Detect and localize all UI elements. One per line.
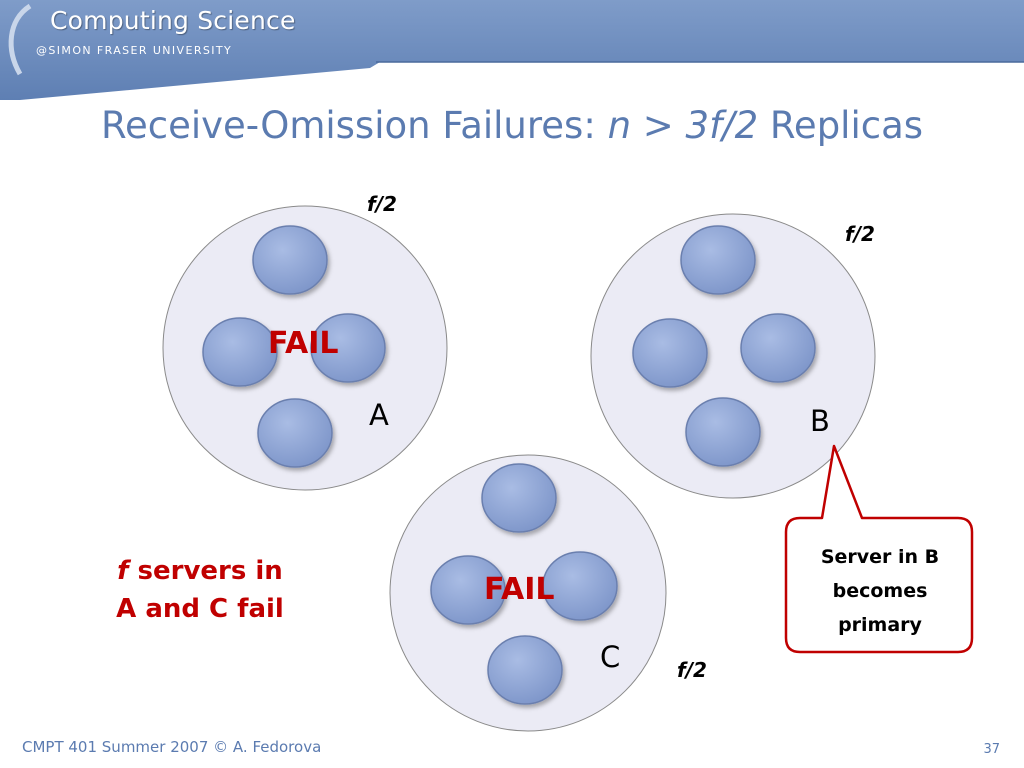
cluster-a-fraction-label: f/2 <box>367 192 397 216</box>
cluster-c-fraction-label: f/2 <box>677 658 707 682</box>
server-node <box>202 317 278 387</box>
brand-title: Computing Science <box>50 6 296 35</box>
callout-line3: primary <box>838 614 922 636</box>
failure-note-f: f <box>117 556 129 586</box>
cluster-b-fraction-label: f/2 <box>845 222 875 246</box>
server-node <box>310 313 386 383</box>
callout-bubble <box>784 444 974 654</box>
server-node <box>632 318 708 388</box>
footer-course: CMPT 401 Summer 2007 © A. Fedorova <box>22 738 322 756</box>
cluster-a-label: A <box>369 398 389 432</box>
callout-line1: Server in B <box>820 546 940 568</box>
brand-subtitle: @SIMON FRASER UNIVERSITY <box>36 44 233 57</box>
cluster-b-label: B <box>810 404 830 438</box>
server-node <box>481 463 557 533</box>
title-prefix: Receive-Omission Failures: <box>100 104 608 147</box>
page-number: 37 <box>983 742 1000 757</box>
server-node <box>542 551 618 621</box>
cluster-c-fail-label: FAIL <box>484 572 555 607</box>
failure-note-line1-rest: servers in <box>128 556 283 586</box>
server-node <box>685 397 761 467</box>
callout-text: Server in B becomes primary <box>790 540 970 642</box>
header-background <box>0 0 1024 100</box>
failure-note-line2: A and C fail <box>116 594 284 624</box>
title-n: n <box>607 104 632 147</box>
cluster-b <box>590 213 876 499</box>
server-node <box>740 313 816 383</box>
cluster-a <box>162 205 448 491</box>
cluster-c-label: C <box>600 640 621 674</box>
cluster-c <box>389 454 667 732</box>
failure-note: f servers in A and C fail <box>90 552 310 628</box>
server-node <box>257 398 333 468</box>
callout-line2: becomes <box>832 580 928 602</box>
cluster-a-fail-label: FAIL <box>268 326 339 361</box>
server-node <box>430 555 506 625</box>
title-gt: > <box>631 104 686 147</box>
slide-title: Receive-Omission Failures: n > 3f/2 Repl… <box>0 104 1024 147</box>
header-banner: Computing Science @SIMON FRASER UNIVERSI… <box>0 0 1024 100</box>
server-node <box>487 635 563 705</box>
title-expr: 3f/2 <box>685 104 759 147</box>
title-suffix: Replicas <box>758 104 924 147</box>
failure-note-line1: f servers in <box>90 552 310 590</box>
server-node <box>680 225 756 295</box>
server-node <box>252 225 328 295</box>
logo-swoosh-icon <box>8 3 32 76</box>
